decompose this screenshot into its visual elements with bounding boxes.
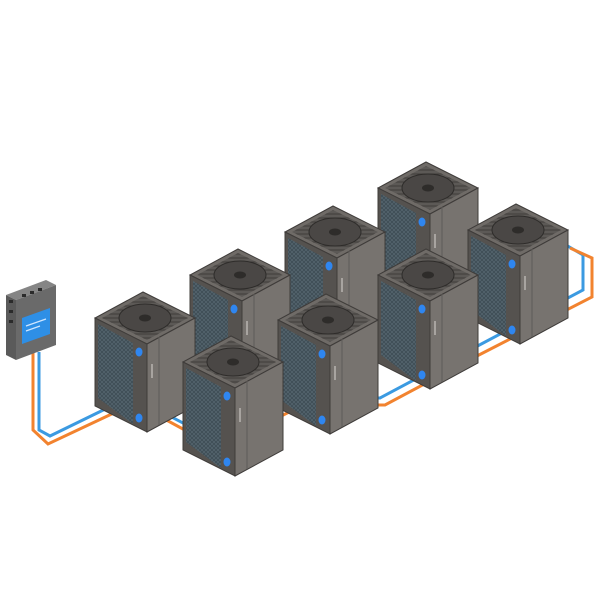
fan-hub xyxy=(227,358,239,366)
coil-mesh xyxy=(186,368,221,468)
controller xyxy=(6,280,56,360)
water-outlet-icon xyxy=(223,391,231,401)
controller-screen xyxy=(22,308,50,344)
control-panel-icon xyxy=(9,288,42,323)
water-inlet-icon xyxy=(418,370,426,380)
water-outlet-icon xyxy=(230,304,238,314)
fan-hub xyxy=(512,226,524,234)
water-outlet-icon xyxy=(418,304,426,314)
water-outlet-icon xyxy=(318,349,326,359)
water-inlet-icon xyxy=(318,415,326,425)
water-outlet-icon xyxy=(325,261,333,271)
fan-hub xyxy=(422,271,434,279)
coil-mesh xyxy=(381,281,416,381)
water-outlet-icon xyxy=(135,347,143,357)
water-inlet-icon xyxy=(223,457,231,467)
unit-left-lower xyxy=(276,293,380,435)
unit-front-center xyxy=(181,335,285,477)
fan-hub xyxy=(322,316,334,324)
water-inlet-icon xyxy=(135,413,143,423)
water-inlet-icon xyxy=(508,325,516,335)
heat-pump-units xyxy=(93,161,570,477)
fan-hub xyxy=(422,184,434,192)
fan-hub xyxy=(234,271,246,279)
fan-hub xyxy=(139,314,151,322)
unit-back-right xyxy=(466,203,570,345)
unit-front-left xyxy=(93,291,197,433)
coil-mesh xyxy=(98,324,133,424)
water-outlet-icon xyxy=(508,259,516,269)
coil-mesh xyxy=(281,326,316,426)
fan-hub xyxy=(329,228,341,236)
coil-mesh xyxy=(471,236,506,336)
unit-middle-lower xyxy=(376,248,480,390)
water-outlet-icon xyxy=(418,217,426,227)
